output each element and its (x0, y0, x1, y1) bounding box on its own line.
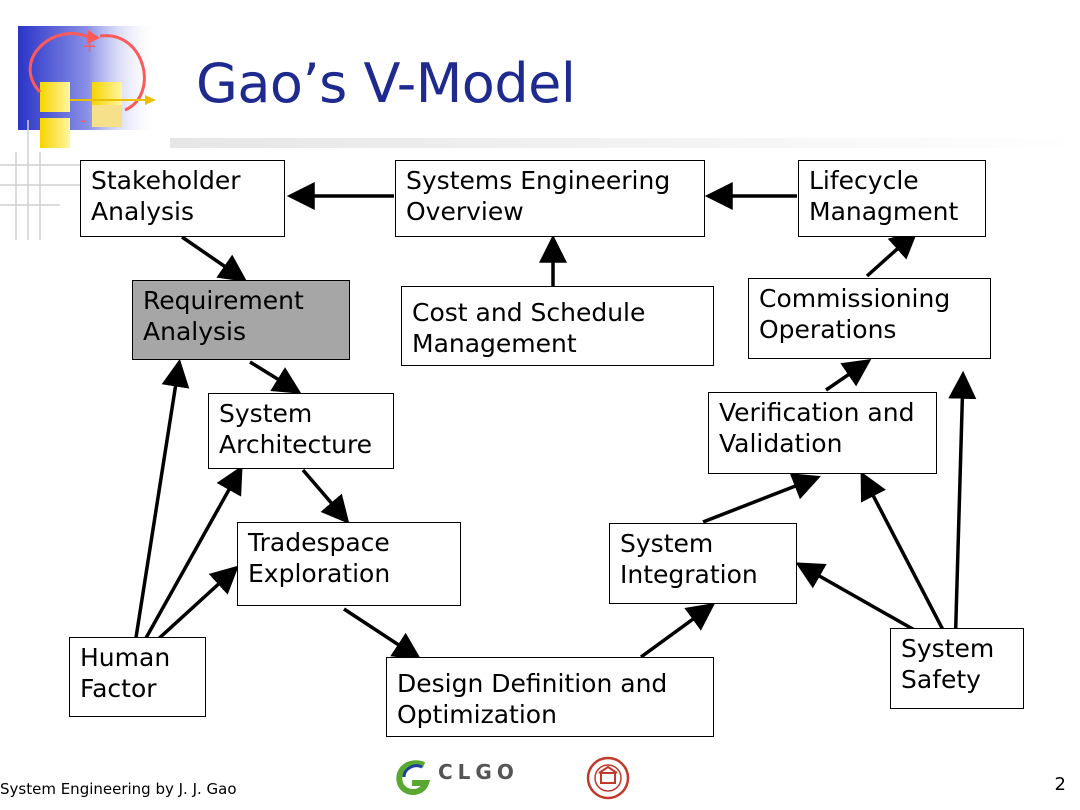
node-label: Verification and Validation (719, 398, 915, 459)
node-design-definition-optimization: Design Definition and Optimization (386, 657, 714, 737)
node-requirement-analysis: Requirement Analysis (132, 280, 350, 360)
node-tradespace-exploration: Tradespace Exploration (237, 522, 461, 606)
arrow-safety-to-commissioning (948, 370, 977, 654)
node-label: System Integration (620, 529, 758, 590)
title-divider (170, 138, 1080, 148)
node-label: Cost and Schedule Management (412, 298, 646, 359)
node-system-safety: System Safety (890, 628, 1024, 709)
page-title: Gao’s V-Model (196, 52, 576, 115)
node-label: Stakeholder Analysis (91, 166, 241, 227)
node-label: Commissioning Operations (759, 284, 951, 345)
arrow-tradespace-to-design (343, 607, 422, 660)
arrow-design-to-integration (639, 602, 716, 659)
node-stakeholder-analysis: Stakeholder Analysis (80, 160, 285, 237)
footer-author: System Engineering by J. J. Gao (0, 780, 237, 798)
node-systems-engineering-overview: Systems Engineering Overview (395, 160, 705, 237)
node-system-architecture: System Architecture (208, 393, 394, 469)
arrow-safety-to-verification (860, 471, 957, 654)
svg-text:+: + (82, 36, 97, 57)
node-label: Requirement Analysis (143, 286, 304, 347)
node-commissioning-operations: Commissioning Operations (748, 278, 991, 359)
svg-text:-: - (80, 110, 87, 131)
clgo-logo: CLGO (392, 757, 548, 801)
arrow-human-to-architecture (130, 465, 243, 664)
node-label: Human Factor (80, 643, 171, 704)
node-lifecycle-management: Lifecycle Managment (798, 160, 986, 237)
node-label: Lifecycle Managment (809, 166, 959, 227)
node-label: Tradespace Exploration (248, 528, 391, 589)
node-label: Design Definition and Optimization (397, 669, 668, 730)
node-verification-validation: Verification and Validation (708, 392, 937, 474)
arrow-verification-to-commissioning (825, 359, 872, 392)
page-number: 2 (1054, 774, 1066, 795)
arrow-requirement-to-architecture (249, 360, 302, 394)
node-cost-schedule-management: Cost and Schedule Management (401, 286, 714, 366)
arrow-human-to-requirement (130, 358, 190, 664)
arrow-stakeholder-to-requirement (181, 235, 248, 282)
cycle-logo-icon: + - (0, 26, 158, 240)
arrow-architecture-to-tradespace (301, 468, 350, 524)
node-label: Systems Engineering Overview (406, 166, 671, 227)
node-label: System Safety (901, 634, 995, 695)
node-label: System Architecture (219, 399, 373, 460)
clgo-swirl-icon (396, 760, 431, 795)
node-system-integration: System Integration (609, 523, 797, 604)
arrow-commissioning-to-lifecycle (865, 230, 918, 278)
arrow-integration-to-verification (702, 473, 821, 524)
clgo-wordmark: CLGO (438, 760, 519, 784)
university-seal-icon (586, 756, 630, 800)
node-human-factor: Human Factor (69, 637, 206, 717)
